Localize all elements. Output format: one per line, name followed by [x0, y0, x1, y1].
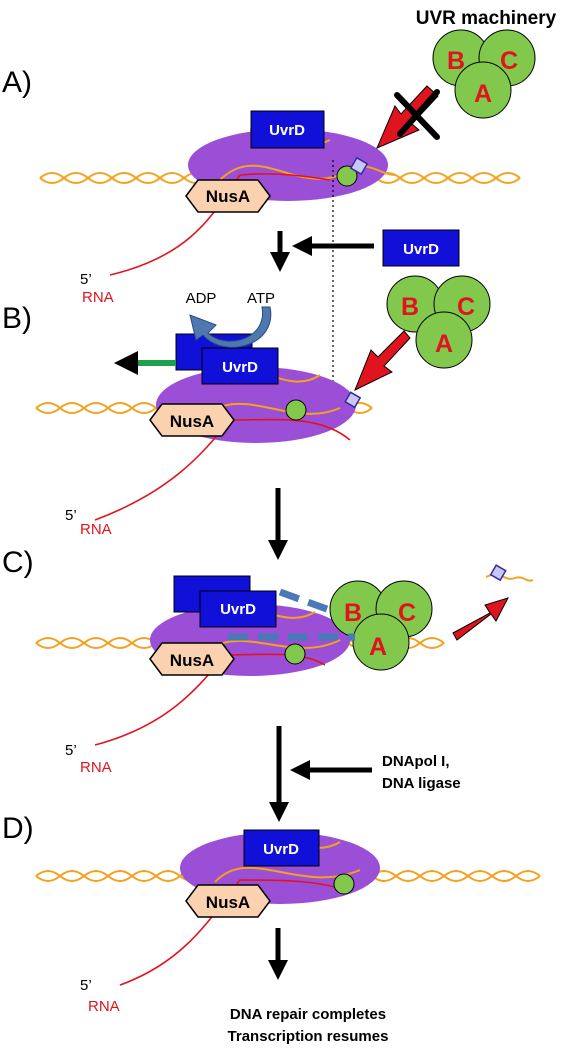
outcome-line1: DNA repair completes — [230, 1006, 386, 1023]
active-site-c — [284, 643, 306, 665]
rna-label-c: RNA — [80, 759, 112, 776]
nusa-d — [185, 884, 271, 918]
svg-text:B: B — [344, 599, 362, 627]
outcome-line2: Transcription resumes — [228, 1028, 389, 1045]
blocked-x-icon — [394, 89, 440, 140]
five-prime-label-a: 5’ — [80, 271, 92, 288]
blocked-uvr-arrow — [376, 85, 439, 149]
panel-label-a: A) — [2, 66, 32, 99]
svg-text:UvrD: UvrD — [263, 841, 299, 858]
uvr-complex-b: B C A — [386, 275, 491, 369]
svg-text:C: C — [457, 293, 475, 321]
svg-text:A: A — [369, 633, 387, 661]
svg-text:UvrD: UvrD — [220, 601, 256, 618]
atp-label: ATP — [247, 290, 275, 307]
panel-label-c: C) — [2, 546, 34, 579]
svg-text:B: B — [447, 47, 465, 75]
svg-text:NusA: NusA — [170, 651, 214, 670]
atp-hydrolysis-arrow — [189, 306, 272, 348]
five-prime-label-c: 5’ — [65, 742, 77, 759]
rna-label-a: RNA — [82, 289, 114, 306]
svg-text:NusA: NusA — [170, 412, 214, 431]
enzymes-line2: DNA ligase — [382, 775, 461, 792]
svg-text:UvrD: UvrD — [403, 241, 439, 258]
svg-text:B: B — [401, 293, 419, 321]
rna-label-b: RNA — [80, 521, 112, 538]
dna-bubble-a — [219, 164, 396, 181]
active-site-b — [285, 399, 307, 421]
uvrd-d — [243, 829, 320, 867]
adp-label: ADP — [186, 290, 217, 307]
uvr-complex-c: B C A — [329, 580, 433, 671]
rna-strand-d — [119, 879, 346, 986]
svg-text:C: C — [398, 599, 416, 627]
panel-label-b: B) — [2, 302, 32, 335]
svg-text:UvrD: UvrD — [222, 359, 258, 376]
nusa-a — [185, 179, 271, 213]
uvr-complex-a: B C A — [432, 29, 536, 119]
svg-text:NusA: NusA — [206, 893, 250, 912]
svg-text:A: A — [435, 330, 453, 358]
svg-text:UvrD: UvrD — [269, 122, 305, 139]
svg-text:NusA: NusA — [206, 187, 250, 206]
panel-label-d: D) — [2, 812, 34, 845]
interaction-dashes — [228, 588, 355, 641]
uvrd-c — [199, 590, 277, 628]
five-prime-label-b: 5’ — [65, 507, 77, 524]
active-site-a — [336, 165, 358, 187]
svg-text:C: C — [500, 47, 518, 75]
lesion-c — [489, 564, 507, 582]
active-site-d — [333, 873, 355, 895]
uvrd-a — [250, 110, 325, 149]
uvrd-b — [201, 347, 279, 385]
free-uvrd — [382, 229, 460, 267]
nusa-b — [149, 403, 235, 437]
svg-text:A: A — [474, 80, 492, 108]
uvr-machinery-title: UVR machinery — [416, 8, 557, 29]
excision-arrow — [452, 597, 509, 641]
nusa-c — [149, 642, 235, 676]
lesion-a — [349, 156, 369, 176]
lesion-b — [344, 391, 362, 409]
rna-label-d: RNA — [88, 998, 120, 1015]
uvr-recruit-arrow-b — [354, 330, 411, 392]
enzymes-line1: DNApol I, — [382, 753, 450, 770]
five-prime-label-d: 5’ — [80, 977, 92, 994]
